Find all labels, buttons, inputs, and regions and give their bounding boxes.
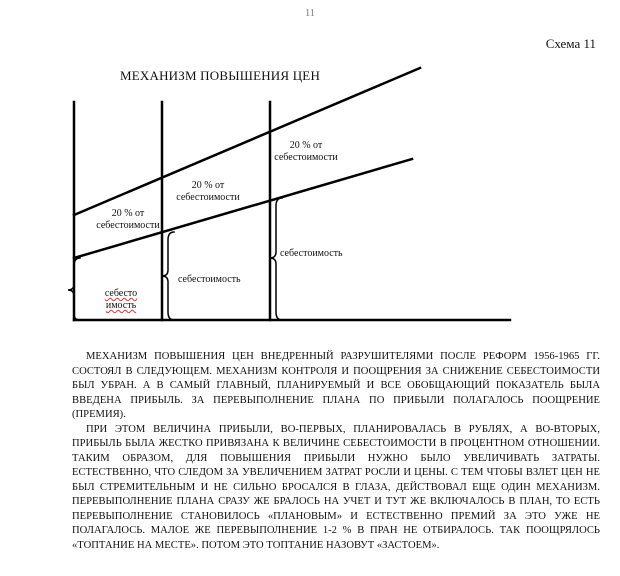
diagram-title: МЕХАНИЗМ ПОВЫШЕНИЯ ЦЕН bbox=[120, 68, 321, 83]
brace-3 bbox=[269, 197, 283, 321]
price-mechanism-diagram bbox=[67, 66, 512, 322]
cost-line bbox=[72, 157, 414, 260]
cost-label-1: себесто имость bbox=[104, 288, 138, 311]
cost-label-3: себестоимость bbox=[280, 248, 343, 259]
paragraph: Механизм повышения цен внедренный разруш… bbox=[72, 351, 600, 420]
body-text: Механизм повышения цен внедренный разруш… bbox=[72, 350, 600, 553]
price-line bbox=[72, 66, 422, 217]
profit-label-2: 20 % от себестоимости bbox=[176, 180, 240, 203]
brace-1 bbox=[67, 257, 81, 321]
profit-label-3: 20 % от себестоимости bbox=[274, 140, 338, 163]
cost-label-2: себестоимость bbox=[178, 274, 241, 285]
profit-label-1: 20 % от себестоимости bbox=[96, 208, 160, 231]
page-number: 11 bbox=[305, 8, 315, 19]
paragraph: При этом величина прибыли, во-первых, пл… bbox=[72, 423, 600, 551]
scheme-label: Схема 11 bbox=[545, 36, 596, 51]
brace-2 bbox=[161, 231, 175, 321]
